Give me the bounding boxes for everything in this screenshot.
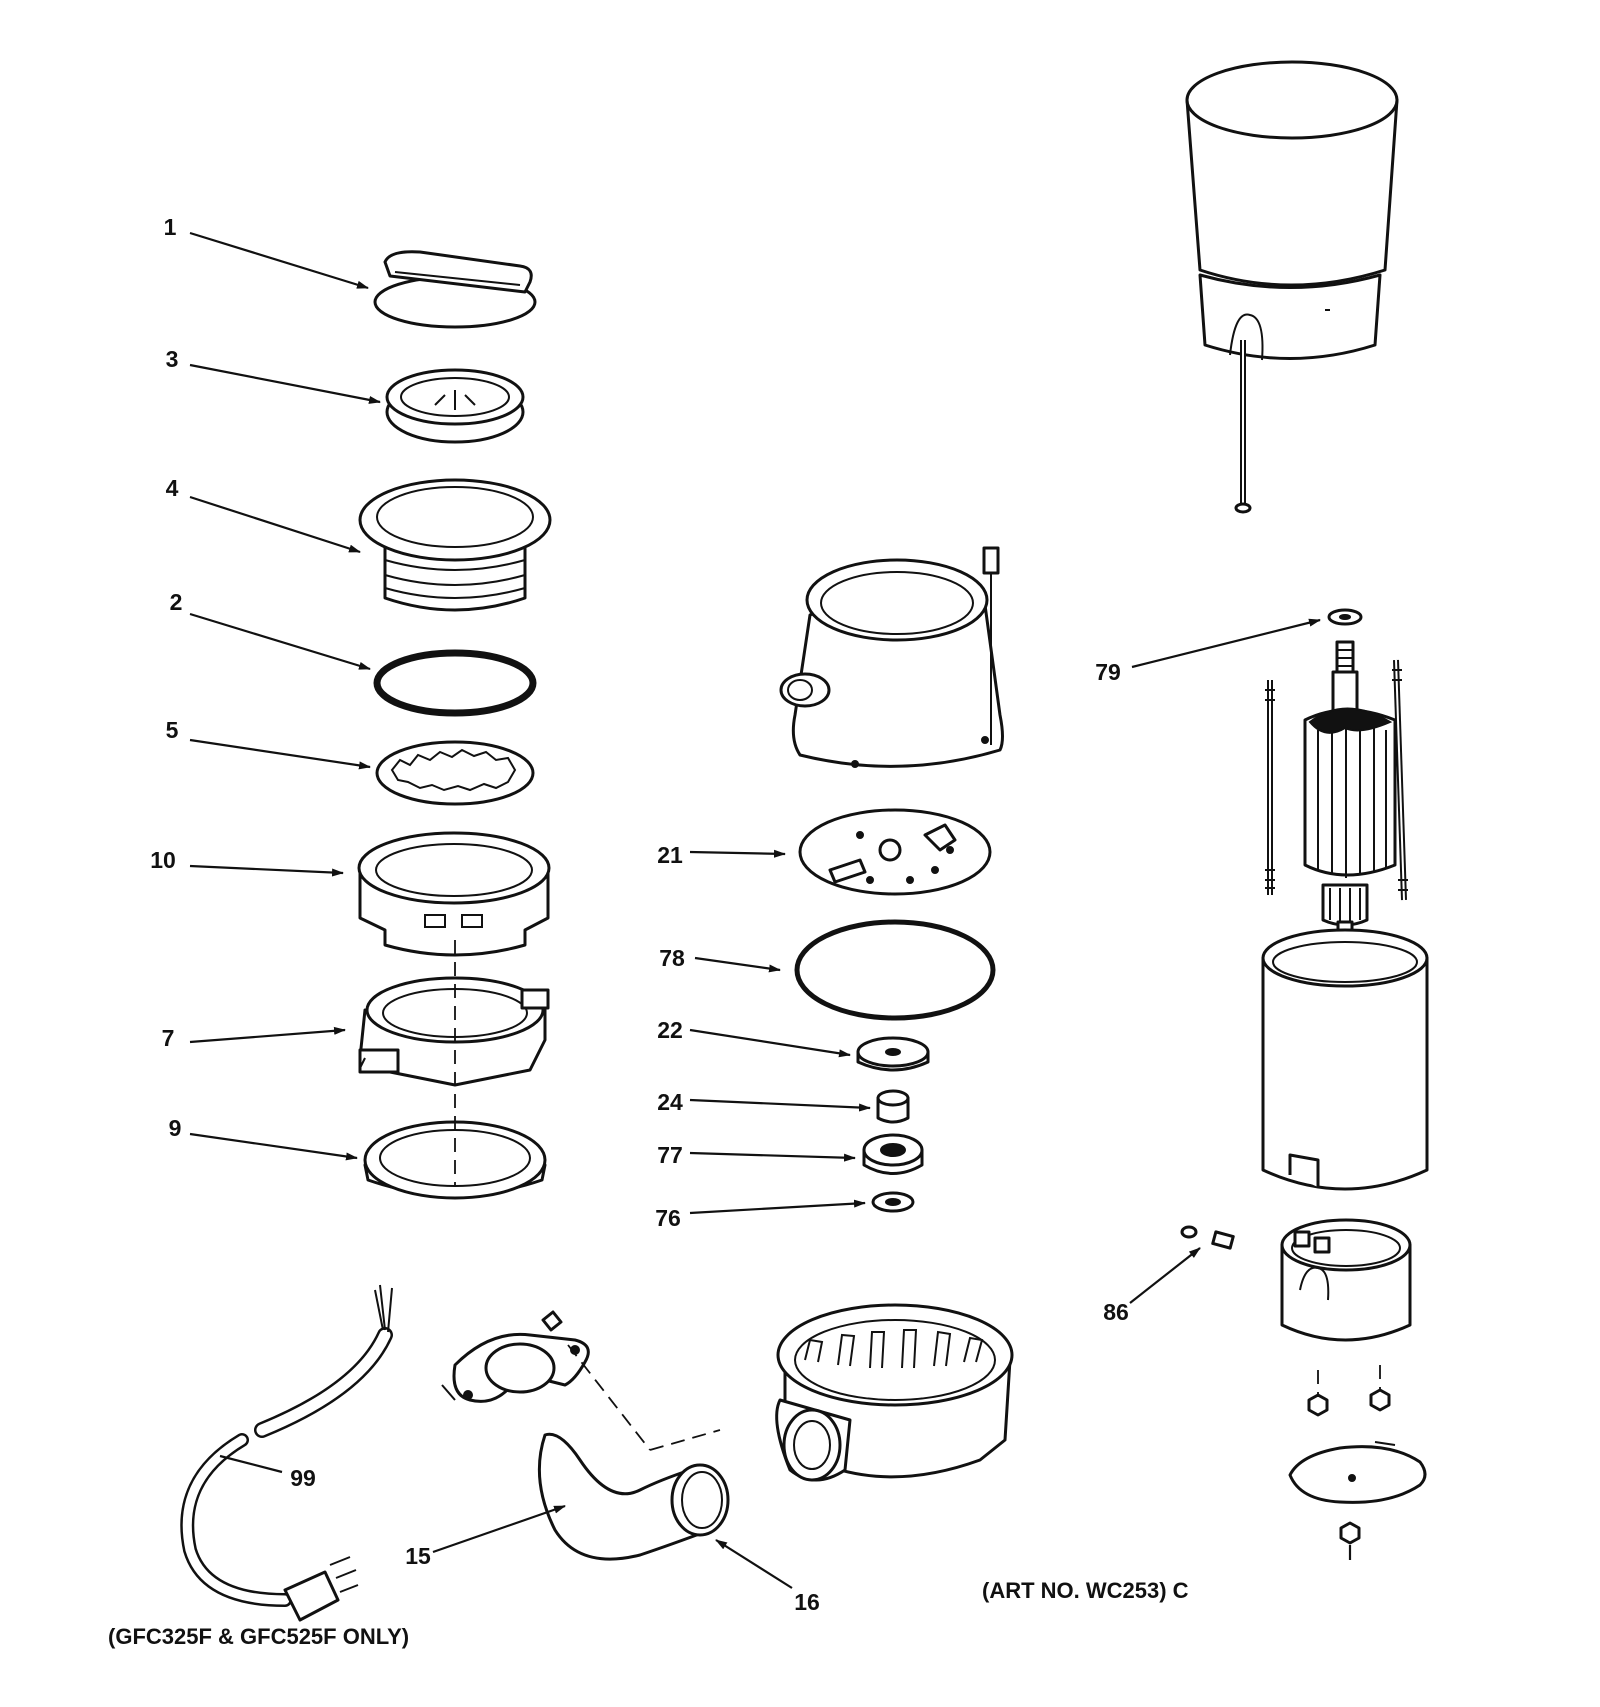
part-5-backup-ring — [375, 740, 535, 806]
callout-5: 5 — [166, 717, 179, 743]
part-22-washer — [856, 1036, 930, 1072]
part-77-bearing — [862, 1133, 924, 1175]
art-number: (ART NO. WC253) C — [982, 1578, 1189, 1603]
lower-housing — [775, 1303, 1014, 1482]
part-21-cutting-plate — [798, 808, 992, 896]
part-86-clips — [1180, 1225, 1235, 1250]
callout-99: 99 — [290, 1465, 316, 1491]
callout-labels: 1 3 4 2 5 10 7 9 99 15 16 21 78 22 24 77… — [150, 214, 1129, 1615]
part-79-washer — [1327, 608, 1363, 626]
motor-base-plate — [1288, 1365, 1427, 1560]
part-15-elbow — [441, 1310, 730, 1561]
part-24-bushing — [876, 1089, 910, 1124]
callout-16: 16 — [794, 1589, 820, 1615]
callout-2: 2 — [170, 589, 183, 615]
callout-9: 9 — [169, 1115, 182, 1141]
callout-22: 22 — [657, 1017, 683, 1043]
callout-76: 76 — [655, 1205, 681, 1231]
callout-3: 3 — [166, 346, 179, 372]
part-76-washer — [871, 1191, 915, 1213]
motor-end-bell — [1280, 1218, 1412, 1342]
motor-stator-can — [1261, 928, 1429, 1191]
leader-lines — [189, 231, 1321, 1589]
callout-77: 77 — [657, 1142, 683, 1168]
callout-4: 4 — [166, 475, 179, 501]
model-note: (GFC325F & GFC525F ONLY) — [108, 1624, 409, 1649]
part-3-strainer — [385, 368, 525, 444]
callout-79: 79 — [1095, 659, 1121, 685]
part-78-o-ring — [794, 919, 996, 1021]
part-1-stopper — [373, 250, 537, 329]
part-99-power-cord — [180, 1284, 393, 1622]
top-hopper — [1185, 60, 1399, 514]
callout-21: 21 — [657, 842, 683, 868]
callout-1: 1 — [164, 214, 177, 240]
callout-86: 86 — [1103, 1299, 1129, 1325]
part-2-gasket — [373, 649, 537, 717]
part-4-sink-flange — [358, 478, 552, 612]
part-10-mounting-ring — [357, 831, 551, 957]
callout-10: 10 — [150, 847, 176, 873]
callout-15: 15 — [405, 1543, 431, 1569]
callout-7: 7 — [162, 1025, 175, 1051]
callout-24: 24 — [657, 1089, 683, 1115]
upper-housing — [779, 546, 1004, 768]
callout-78: 78 — [659, 945, 685, 971]
part-7-mounting-assembly — [358, 976, 550, 1087]
motor-armature — [1265, 640, 1408, 944]
